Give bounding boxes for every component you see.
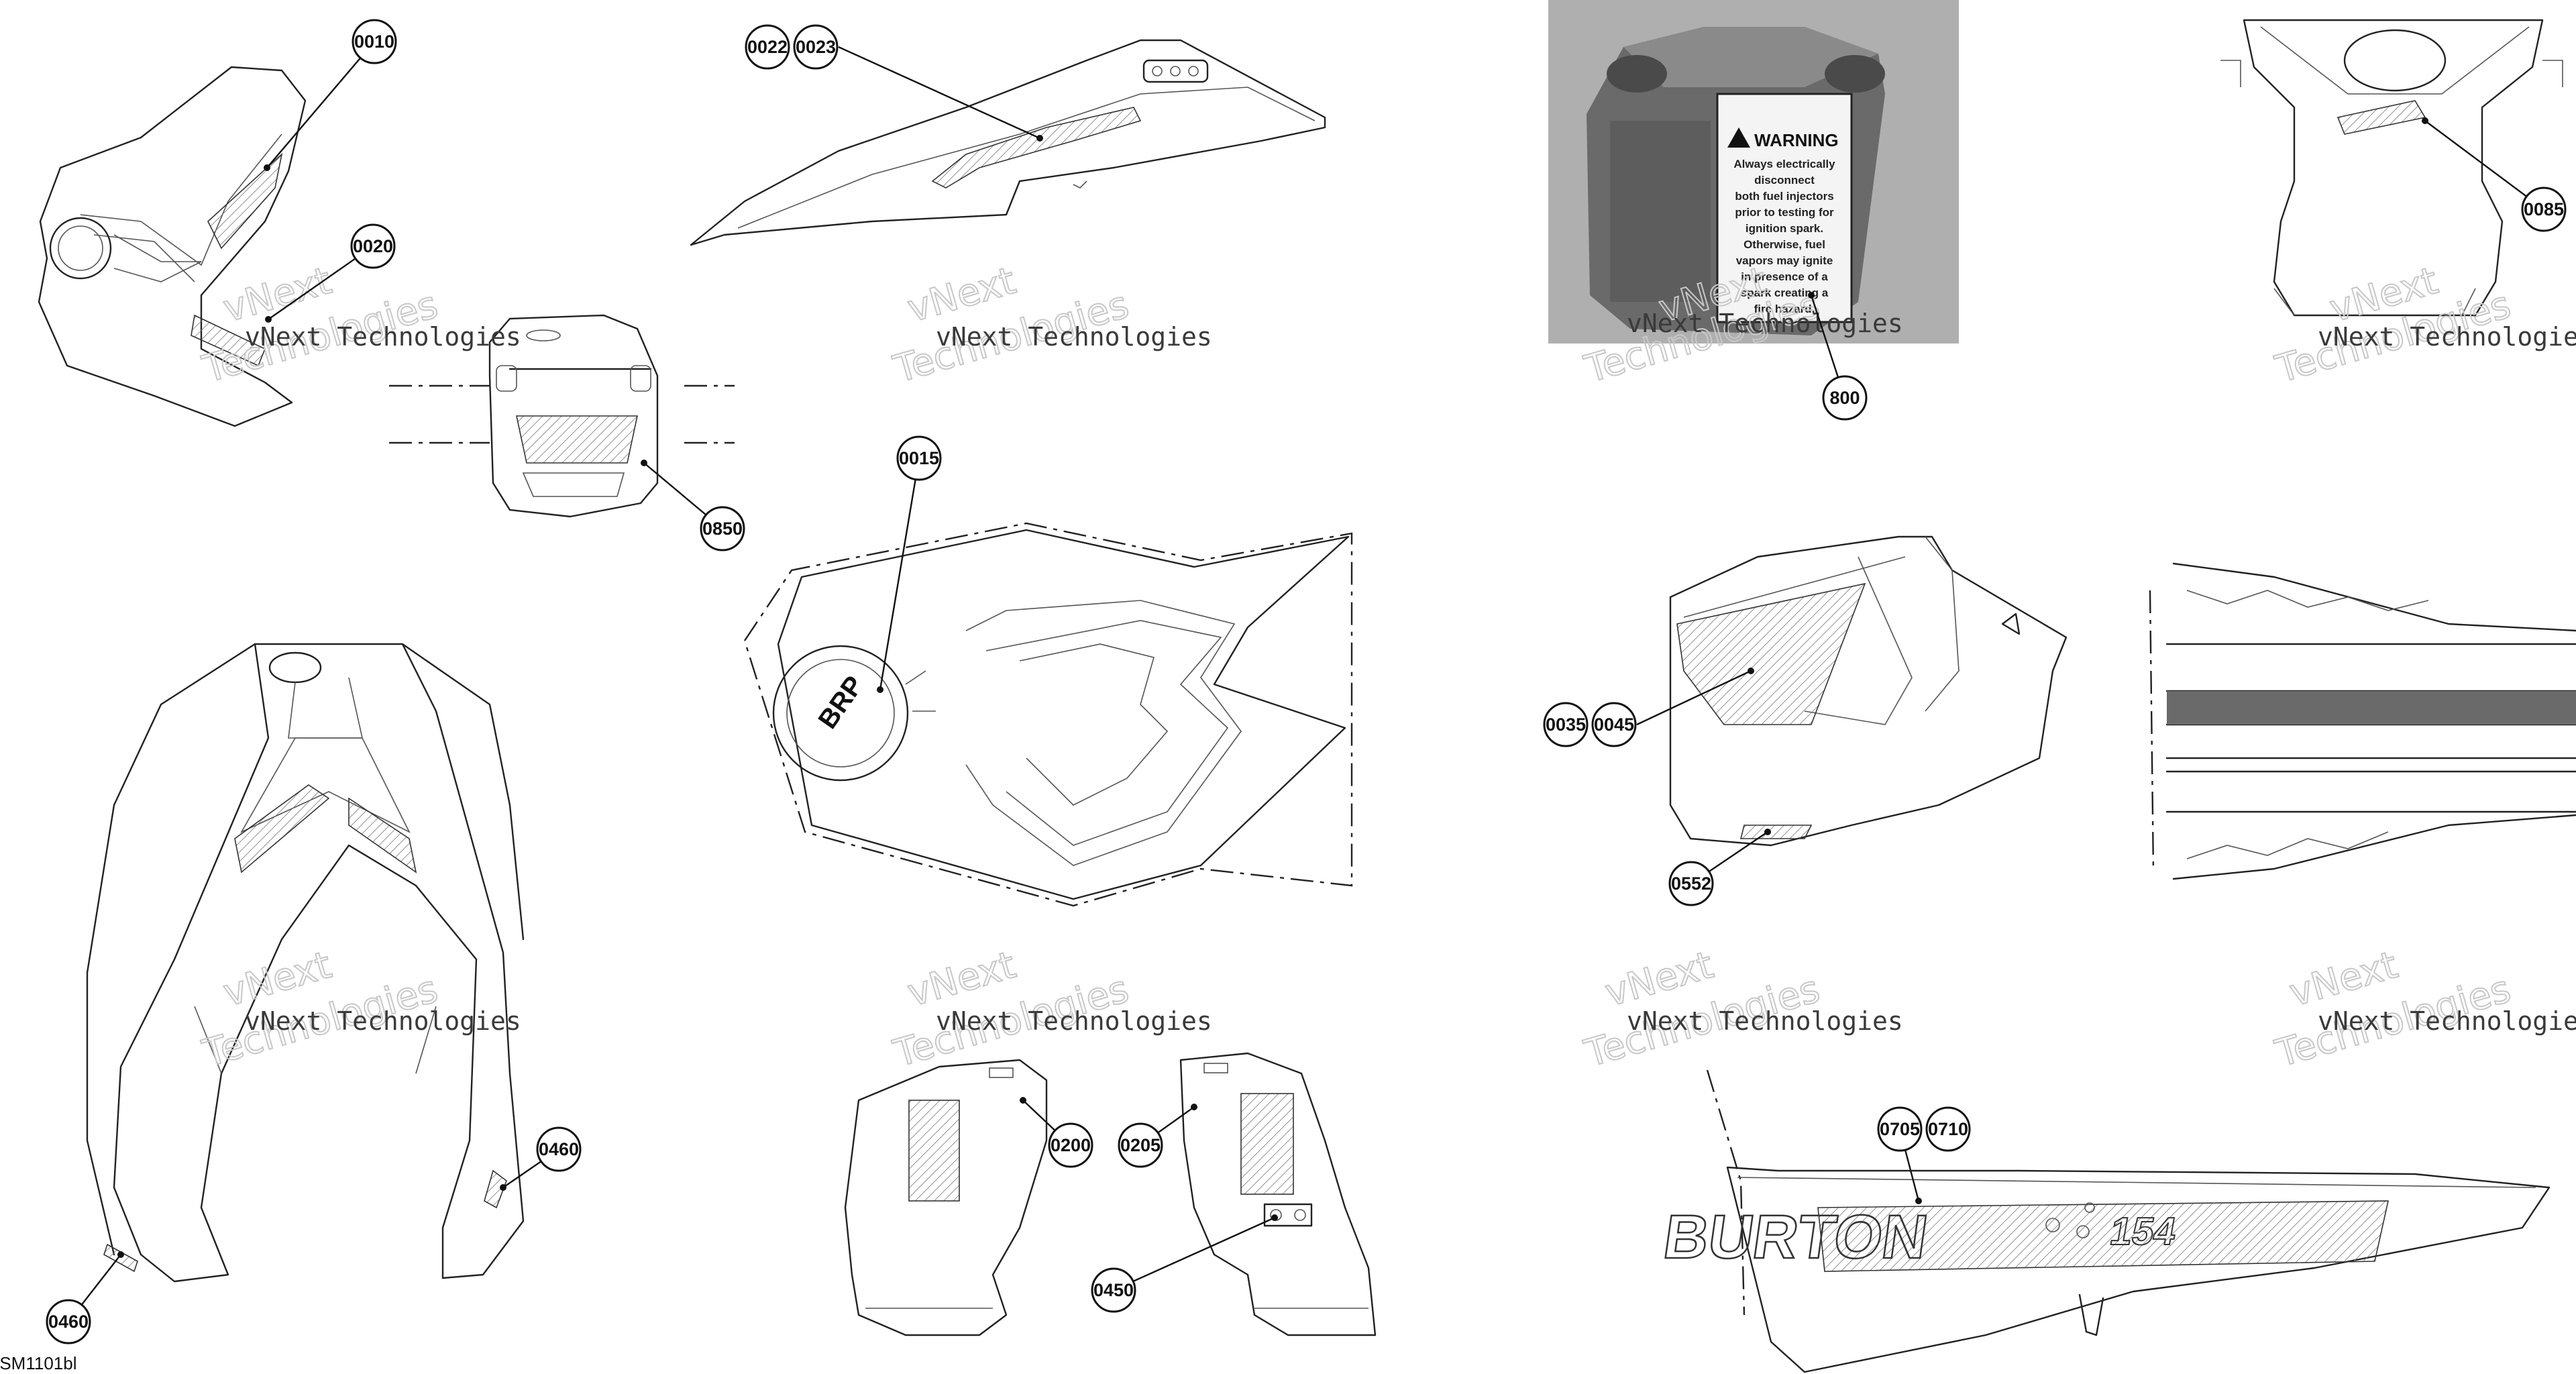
- burton-decal: BURTON: [1660, 1202, 1932, 1271]
- callout-label: 0045: [1594, 715, 1634, 735]
- callout-label: 0460: [48, 1312, 89, 1332]
- callout-0200[interactable]: 0200: [1020, 1097, 1093, 1168]
- document-id: SSM1101bl: [0, 1353, 77, 1373]
- callout-0010[interactable]: 0010: [264, 19, 397, 171]
- warning-line: fire hazard.: [1754, 303, 1815, 315]
- watermark-line: vNext Technologies: [2318, 322, 2576, 352]
- callout-0450[interactable]: 0450: [1091, 1214, 1278, 1313]
- callout-label: 0205: [1120, 1135, 1161, 1155]
- watermark-line: vNext Technologies: [2318, 1006, 2576, 1036]
- callout-label: 0022: [747, 37, 788, 57]
- callout-0085[interactable]: 0085: [2422, 117, 2567, 232]
- seat-top-drawing: [2220, 19, 2563, 317]
- warning-line: disconnect: [1754, 174, 1815, 187]
- watermark: vNext Technologies vNext Technologies: [197, 258, 521, 392]
- warning-line: Otherwise, fuel: [1743, 238, 1825, 251]
- callout-0552[interactable]: 0552: [1668, 829, 1771, 906]
- tunnel-drawing: BURTON 154: [1658, 1069, 2551, 1373]
- instrument-hood-drawing: BRP: [743, 522, 1353, 907]
- callout-label: 0705: [1880, 1119, 1920, 1139]
- callout-label: 800: [1829, 388, 1860, 408]
- callout-0850[interactable]: 0850: [641, 460, 745, 551]
- track-rails-drawing: [2149, 562, 2576, 880]
- watermark: vNext Technologies vNext Technologies: [1579, 943, 1903, 1077]
- watermark-line: vNext Technologies: [1627, 1006, 1903, 1036]
- front-hood-drawing: [38, 66, 307, 427]
- callout-label: 0710: [1928, 1119, 1968, 1139]
- warning-line: in presence of a: [1741, 270, 1828, 283]
- callout-label: 0035: [1546, 715, 1586, 735]
- callout-0460-left[interactable]: 0460: [46, 1251, 124, 1344]
- fuel-injector-photo: WARNING Always electrically disconnect b…: [1548, 0, 1959, 344]
- callout-label: 0023: [796, 37, 836, 57]
- watermark: vNext Technologies vNext Technologies: [888, 943, 1212, 1077]
- watermark: vNext Technologies vNext Technologies: [888, 258, 1212, 392]
- callout-800[interactable]: 800: [1808, 292, 1868, 421]
- callout-0015[interactable]: 0015: [877, 435, 942, 693]
- watermark: vNext Technologies vNext Technologies: [2270, 258, 2576, 392]
- warning-line: ignition spark.: [1746, 222, 1823, 235]
- callout-label: 0200: [1051, 1135, 1091, 1155]
- side-panels-drawing: [844, 1052, 1377, 1336]
- callout-0020[interactable]: 0020: [265, 223, 396, 323]
- callout-label: 0010: [354, 32, 394, 52]
- warning-line: both fuel injectors: [1735, 190, 1833, 203]
- brp-decal: BRP: [812, 671, 869, 734]
- side-hood-drawing: [690, 39, 1326, 246]
- callout-label: 0450: [1093, 1280, 1134, 1300]
- callout-0022-0023[interactable]: 0022 0023: [745, 24, 1043, 142]
- callout-label: 0015: [899, 448, 939, 468]
- callout-0705-0710[interactable]: 0705 0710: [1877, 1106, 1971, 1204]
- callout-label: 0085: [2524, 199, 2564, 219]
- watermark-line: vNext Technologies: [1627, 309, 1903, 338]
- watermark-line: vNext Technologies: [936, 322, 1212, 352]
- callout-0460-right[interactable]: 0460: [500, 1126, 582, 1191]
- side-cowl-drawing: [1669, 535, 2068, 847]
- callout-label: 0552: [1671, 874, 1711, 894]
- callout-label: 0850: [702, 519, 743, 539]
- watermark-line: vNext Technologies: [936, 1006, 1212, 1036]
- callout-0035-0045[interactable]: 0035 0045: [1543, 668, 1754, 747]
- warning-line: spark creating a: [1741, 286, 1829, 299]
- callout-label: 0460: [539, 1139, 579, 1159]
- watermark-line: vNext Technologies: [245, 322, 521, 352]
- callout-label: 0020: [353, 236, 393, 256]
- watermark: vNext Technologies vNext Technologies: [2270, 943, 2576, 1077]
- console-drawing: [389, 314, 735, 518]
- length-decal: 154: [2107, 1210, 2180, 1253]
- warning-line: vapors may ignite: [1736, 254, 1833, 267]
- warning-line: Always electrically: [1733, 158, 1835, 170]
- warning-line: prior to testing for: [1735, 206, 1834, 219]
- watermark-line: vNext Technologies: [245, 1006, 521, 1036]
- callout-0205[interactable]: 0205: [1118, 1104, 1197, 1168]
- warning-title: WARNING: [1754, 130, 1839, 150]
